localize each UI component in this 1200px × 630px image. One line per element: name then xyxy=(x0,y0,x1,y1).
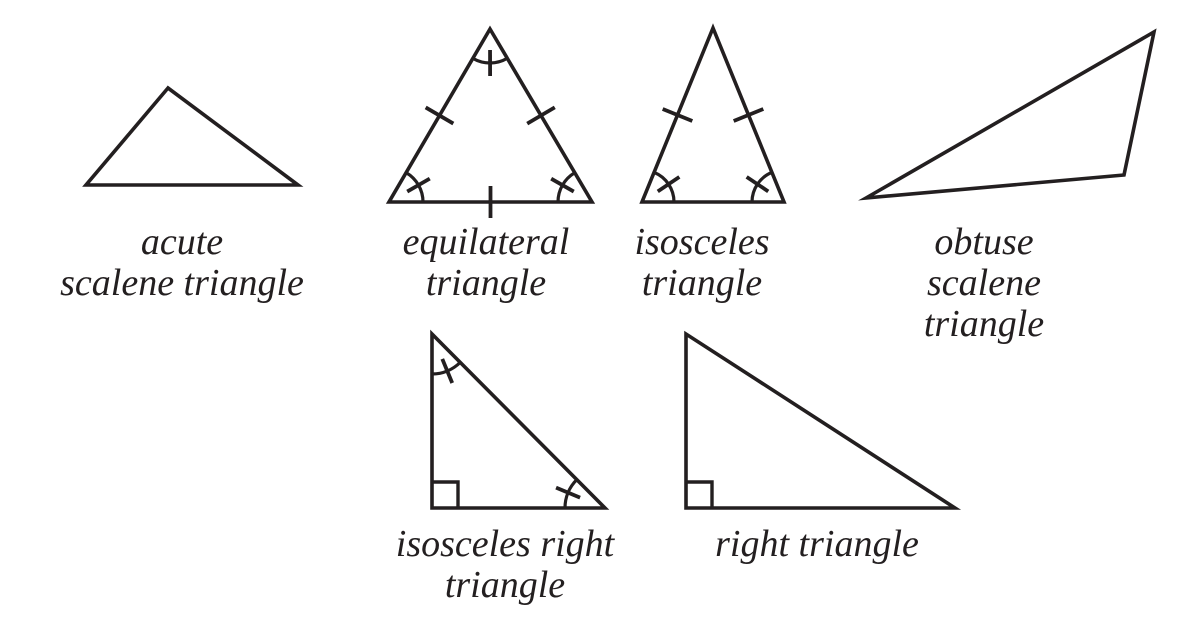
label-isosceles-right-triangle: isosceles right triangle xyxy=(395,523,615,607)
isosceles-right-triangle-outline xyxy=(430,329,610,510)
isosceles-right-triangle-right-angle-mark xyxy=(432,480,460,508)
right-triangle-right-angle-mark xyxy=(686,480,714,508)
acute-scalene-triangle-outline xyxy=(82,85,304,187)
isosceles-triangle-outline xyxy=(639,23,787,204)
isosceles-right-triangle-angle-tick xyxy=(555,485,581,500)
isosceles-triangle-side-tick xyxy=(661,107,694,123)
isosceles-triangle-angle-tick xyxy=(656,175,681,193)
label-right-triangle: right triangle xyxy=(715,523,919,565)
label-acute-scalene-triangle: acute scalene triangle xyxy=(60,221,304,305)
label-isosceles-triangle: isosceles triangle xyxy=(634,221,770,305)
isosceles-triangle-side-tick xyxy=(732,107,765,123)
label-equilateral-triangle: equilateral triangle xyxy=(402,221,570,305)
right-triangle-outline xyxy=(684,330,962,510)
equilateral-triangle-side-tick xyxy=(526,105,556,126)
isosceles-right-triangle-angle-tick xyxy=(440,358,454,384)
equilateral-triangle-side-tick xyxy=(424,105,455,126)
obtuse-scalene-triangle-outline xyxy=(858,28,1157,201)
equilateral-triangle-angle-tick xyxy=(550,177,575,194)
label-obtuse-scalene-triangle: obtuse scalene triangle xyxy=(923,221,1045,346)
isosceles-triangle-angle-tick xyxy=(745,175,770,193)
equilateral-triangle-angle-tick xyxy=(406,176,431,194)
